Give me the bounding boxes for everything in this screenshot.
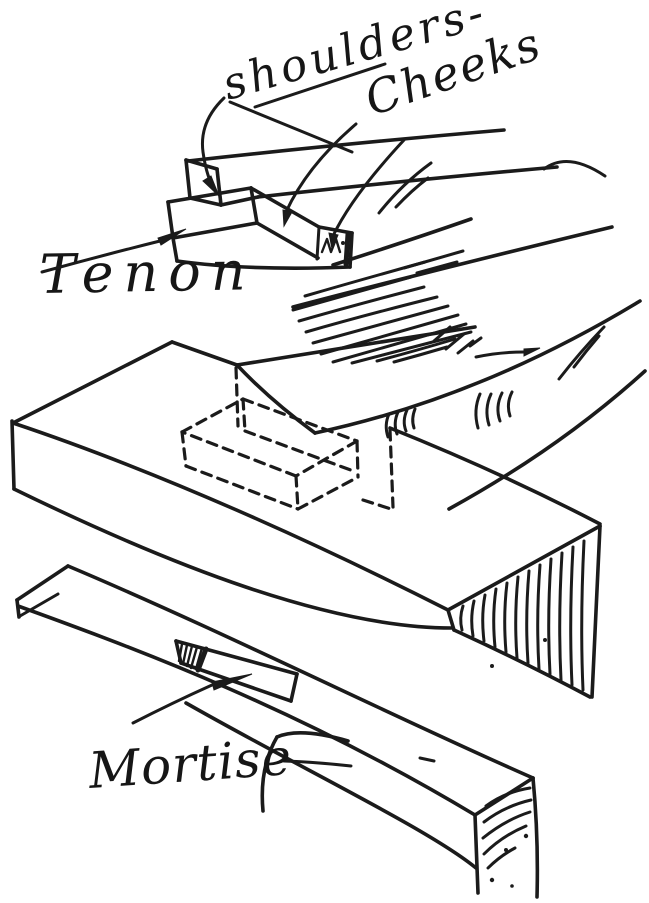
mortise-figure <box>15 564 540 899</box>
block-front-bottom-edge <box>12 487 454 630</box>
tenon-leader-curve <box>40 239 162 274</box>
mortise-inner-wall-hatching <box>177 642 204 671</box>
joint-rail-back-top-edge <box>291 225 614 309</box>
tenon-bottom-edge <box>175 259 352 270</box>
cheek-lower-edge <box>255 221 320 260</box>
hidden-tenon-dashed-lines <box>180 366 395 511</box>
ink-speck <box>504 848 508 852</box>
endgrain-squiggle <box>320 237 342 254</box>
ink-speck <box>510 884 514 888</box>
cheeks-leader-curve <box>331 138 406 238</box>
block-end-right-edge <box>590 524 602 699</box>
shoulder-left-edge <box>184 158 192 200</box>
endgrain-dot <box>341 241 345 245</box>
shoulder-right-edge <box>215 167 223 207</box>
assembled-joint-figure <box>10 225 647 699</box>
cheek-upper-edge <box>249 186 321 229</box>
block-end-ridge <box>446 524 602 612</box>
break-swoosh <box>260 735 279 813</box>
block-end-left-edge <box>446 608 456 632</box>
joint-rail-intersection-edge <box>235 363 317 435</box>
rail-end-hook-stroke <box>542 159 607 178</box>
joint-rail-break-slash <box>572 334 601 369</box>
shoulders-straight-leader <box>228 100 354 154</box>
break-swoosh <box>275 731 350 743</box>
endgrain-right-edge <box>348 231 354 269</box>
rail-break-curve <box>394 176 430 209</box>
rail-grain-curves <box>384 390 514 439</box>
tenon-arrowhead <box>157 228 187 246</box>
lower-rail-back-top-edge <box>66 564 535 780</box>
lower-rail-left-edge <box>15 598 21 619</box>
post-right-edge <box>531 776 540 899</box>
labels-and-leaders: shoulders- Cheeks Tenon Mortise <box>39 0 548 800</box>
lower-rail-end-bottom <box>18 592 60 618</box>
tenon-right-edge <box>249 186 259 225</box>
endgrain-left-edge <box>315 225 321 261</box>
lower-rail-front-bottom-edge <box>184 701 478 870</box>
rail-back-top-edge <box>186 128 506 163</box>
mortise-hole-right-edge <box>289 672 299 703</box>
tenon-left-edge <box>166 200 175 240</box>
tenon-top-back-edge <box>166 186 253 204</box>
joint-rail-arrow-stroke <box>474 350 526 359</box>
block-top-left-edge <box>11 340 174 425</box>
block-back-top-edge <box>170 340 239 367</box>
break-tick <box>418 756 436 763</box>
ink-speck <box>490 664 494 668</box>
block-back-top-edge <box>388 426 602 526</box>
post-endgrain-curves <box>481 786 533 870</box>
shoulders-underline-stroke <box>253 62 387 109</box>
joint-rail-arrowhead <box>523 347 541 357</box>
block-end-bottom-edge <box>452 628 592 699</box>
ink-speck <box>523 833 529 839</box>
rail-break-curve <box>377 161 433 215</box>
rail-shadow-hatching <box>291 260 483 365</box>
mortise-leader-curve <box>131 683 214 725</box>
shoulders-leader-curve <box>200 96 226 187</box>
block-left-edge <box>10 419 16 491</box>
mortise-label: Mortise <box>86 728 294 800</box>
break-swoosh-bar <box>282 759 353 768</box>
mortise-arrowhead <box>211 673 253 691</box>
shoulders-arrowhead <box>202 175 220 197</box>
joint-rail-break-slash <box>557 325 606 381</box>
tenon-front-left-edge <box>171 236 179 263</box>
mortise-inner-wall-shade <box>195 646 209 673</box>
cheeks-arrowhead <box>282 209 293 228</box>
tenon-front-top-edge <box>171 221 259 240</box>
ink-speck <box>489 877 495 883</box>
block-front-top-edge <box>11 421 450 612</box>
lower-rail-end-ridge <box>15 564 70 602</box>
lower-rail-front-top-edge <box>16 604 477 817</box>
rail-front-bottom-edge <box>331 217 473 267</box>
cheeks-arrowhead <box>328 232 339 251</box>
post-left-edge <box>473 813 480 895</box>
cheeks-leader-curve <box>284 122 358 214</box>
endgrain-shade-stroke <box>343 231 351 267</box>
ink-speck <box>543 638 547 642</box>
rail-break-stroke <box>415 260 459 275</box>
tenon-label: Tenon <box>39 239 256 306</box>
block-endgrain-hatching <box>459 539 586 692</box>
shadow-swoosh <box>447 369 647 511</box>
joint-rail-front-bottom-edge <box>313 299 642 435</box>
shoulder-top-edge <box>184 158 219 171</box>
